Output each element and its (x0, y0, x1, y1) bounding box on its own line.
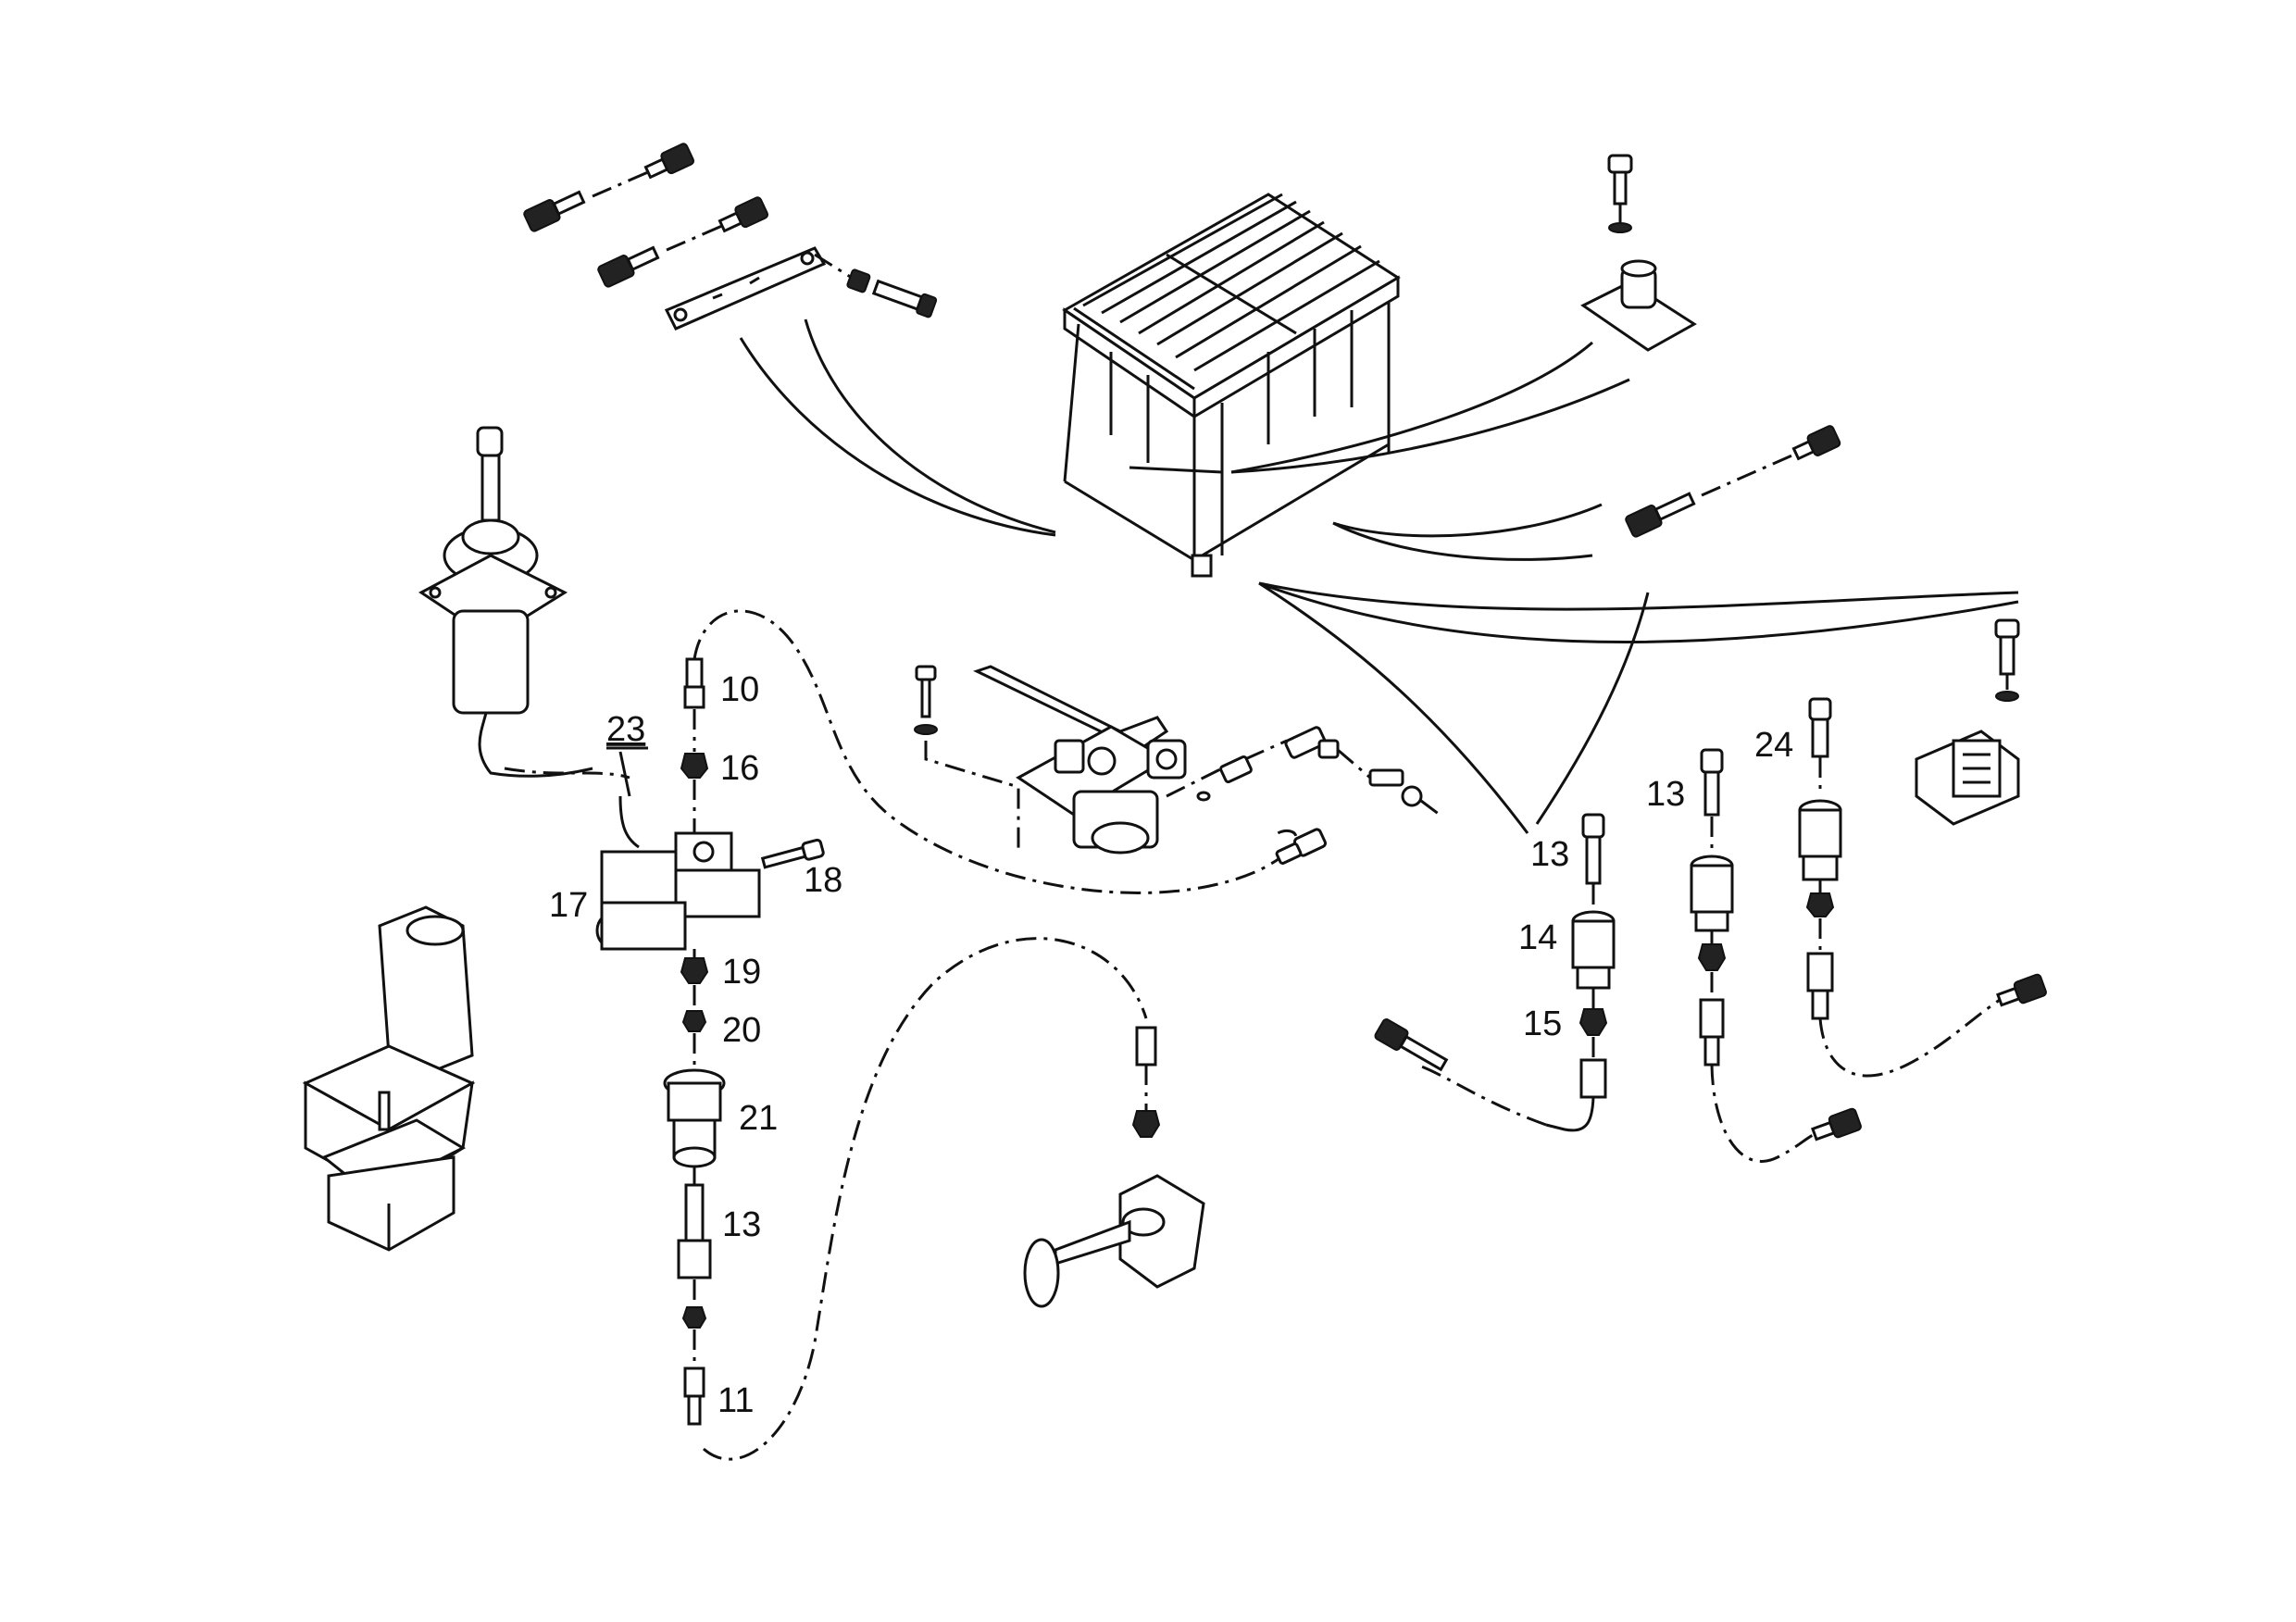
connector-block-right (1915, 618, 2020, 826)
joystick (418, 426, 593, 778)
bolt-and-plate-top-right (1580, 154, 1697, 352)
callout-labels: 10 16 23 18 17 19 20 21 13 11 24 13 13 1… (549, 670, 1793, 1420)
mounting-bracket (664, 246, 827, 331)
callout-19: 19 (722, 953, 761, 992)
brake-pedal (914, 665, 1441, 865)
callout-20: 20 (722, 1011, 761, 1050)
cab-frame (1062, 193, 1401, 578)
callout-14: 14 (1518, 918, 1557, 957)
callout-21: 21 (739, 1099, 778, 1138)
callout-13-right: 13 (1530, 835, 1569, 874)
callout-10: 10 (720, 670, 759, 709)
callout-17: 17 (549, 886, 588, 925)
bolt-18 (760, 838, 825, 869)
fitting-stack-left (663, 657, 726, 1426)
callout-16: 16 (720, 749, 759, 788)
callout-23: 23 (606, 710, 645, 749)
bolt-right (1625, 425, 1841, 538)
valve-17 (504, 751, 761, 951)
hydraulic-line-lower (703, 937, 1148, 1461)
bolt-set-top-left (523, 143, 938, 331)
fitting-stack-13-14-15 (1374, 813, 1616, 1132)
callout-13-left: 13 (722, 1205, 761, 1244)
hydraulic-line-upper (693, 609, 1298, 894)
callout-18: 18 (804, 861, 842, 900)
assembly-arrows (739, 318, 2019, 834)
callout-13-mid: 13 (1646, 775, 1685, 814)
hand-lever (1023, 1026, 1205, 1308)
fitting-stack-13-mid (1690, 748, 1862, 1163)
operator-seat (302, 905, 476, 1252)
callout-15: 15 (1523, 1004, 1562, 1043)
callout-11: 11 (718, 1381, 754, 1420)
callout-24: 24 (1754, 726, 1793, 765)
fitting-stack-24 (1798, 697, 2047, 1078)
